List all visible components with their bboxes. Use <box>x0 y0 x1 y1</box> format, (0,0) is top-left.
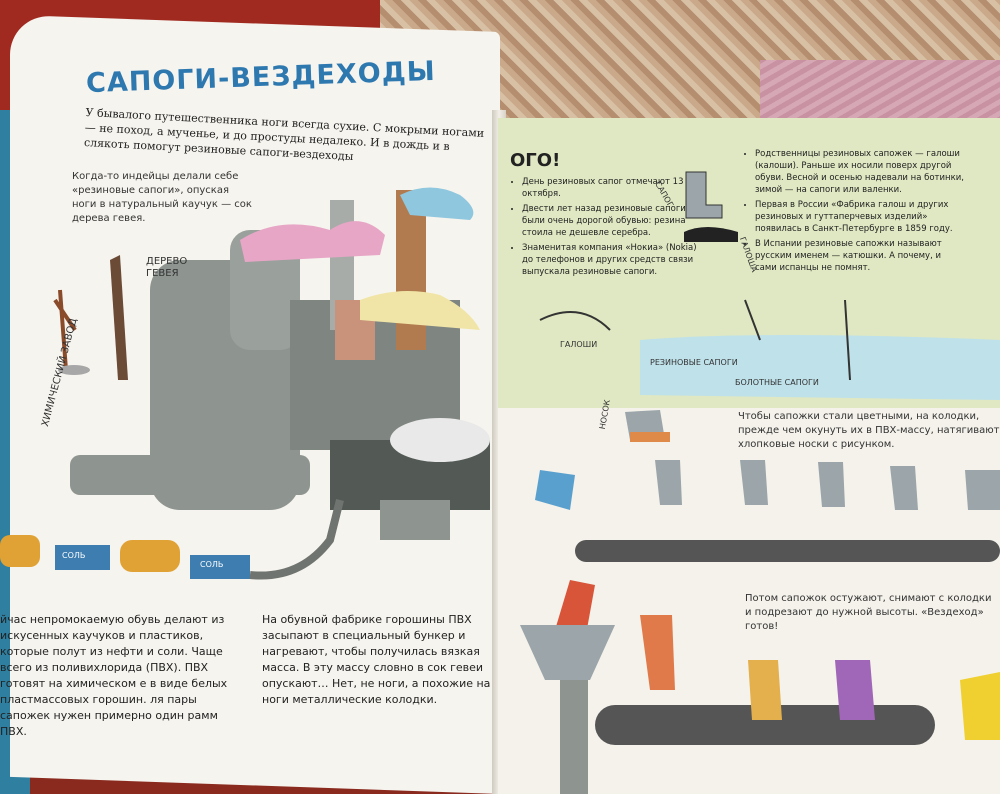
cooling-caption: Потом сапожок остужают, снимают с колодк… <box>745 593 992 632</box>
pvc-hopper <box>520 625 615 680</box>
factory-pipe <box>249 499 344 580</box>
label-salt-2: СОЛЬ <box>200 560 224 569</box>
label-rubber-boots: РЕЗИНОВЫЕ САПОГИ <box>650 358 738 367</box>
last-4 <box>890 466 918 510</box>
hopper-pipe <box>560 680 588 794</box>
last-5 <box>965 470 1000 510</box>
sock-in-claw <box>630 432 670 442</box>
list-item: Знаменитая компания «Нокиа» (Nokia) до т… <box>522 242 702 278</box>
smoke-pink <box>240 221 385 262</box>
sock-on-last <box>535 470 575 510</box>
last-2 <box>740 460 768 505</box>
ogo-facts-list: День резиновых сапог отмечают 13 октября… <box>512 176 702 281</box>
finished-boot <box>960 672 1000 740</box>
person-swamp-boots <box>844 299 851 381</box>
bottom-text-mid: На обувной фабрике горошины ПВХ засыпают… <box>262 613 491 706</box>
hopper <box>380 500 450 540</box>
bottom-text-left: йчас непромокаемую обувь делают из искус… <box>0 613 228 738</box>
label-salt-1: СОЛЬ <box>62 551 86 560</box>
tree-trunk <box>110 255 128 380</box>
train-car-oil-2 <box>120 540 180 572</box>
pvc-pellets-pile <box>390 418 490 462</box>
label-galoshi: ГАЛОШИ <box>560 340 598 349</box>
pond <box>640 335 1000 400</box>
person-galoshi <box>539 311 611 331</box>
purple-boot <box>835 660 875 720</box>
train-car-salt-2 <box>190 555 250 579</box>
train-car-oil-1 <box>0 535 40 567</box>
ogo-heading: ОГО! <box>510 150 561 171</box>
yellow-boot <box>748 660 782 720</box>
last-1 <box>655 460 682 505</box>
galoshi-facts-list: Родственницы резиновых сапожек — галоши … <box>745 148 965 277</box>
factory-pipe-tank <box>70 455 310 495</box>
indian-caption: Когда-то индейцы делали себе «резиновые … <box>72 171 252 224</box>
person-rubber-boots <box>744 299 761 341</box>
label-swamp-boots: БОЛОТНЫЕ САПОГИ <box>735 378 819 387</box>
label-tree: ДЕРЕВО ГЕВЕЯ <box>146 256 188 279</box>
upper-conveyor <box>575 540 1000 562</box>
patterned-boot <box>640 615 675 690</box>
list-item: В Испании резиновые сапожки называют рус… <box>755 238 965 274</box>
list-item: Родственницы резиновых сапожек — галоши … <box>755 148 965 196</box>
list-item: Первая в России «Фабрика галош и других … <box>755 199 965 235</box>
last-3 <box>818 462 845 507</box>
galosha-icon <box>684 227 738 242</box>
bowl <box>58 365 90 375</box>
list-item: День резиновых сапог отмечают 13 октября… <box>522 176 702 200</box>
colored-socks-caption: Чтобы сапожки стали цветными, на колодки… <box>738 411 1000 450</box>
indian-figure <box>53 289 77 371</box>
train-car-salt-1 <box>55 545 110 570</box>
smoke-yellow <box>360 291 480 330</box>
smoke-blue <box>400 187 474 220</box>
list-item: Двести лет назад резиновые сапоги были о… <box>522 203 702 239</box>
boot-icon <box>685 171 723 219</box>
